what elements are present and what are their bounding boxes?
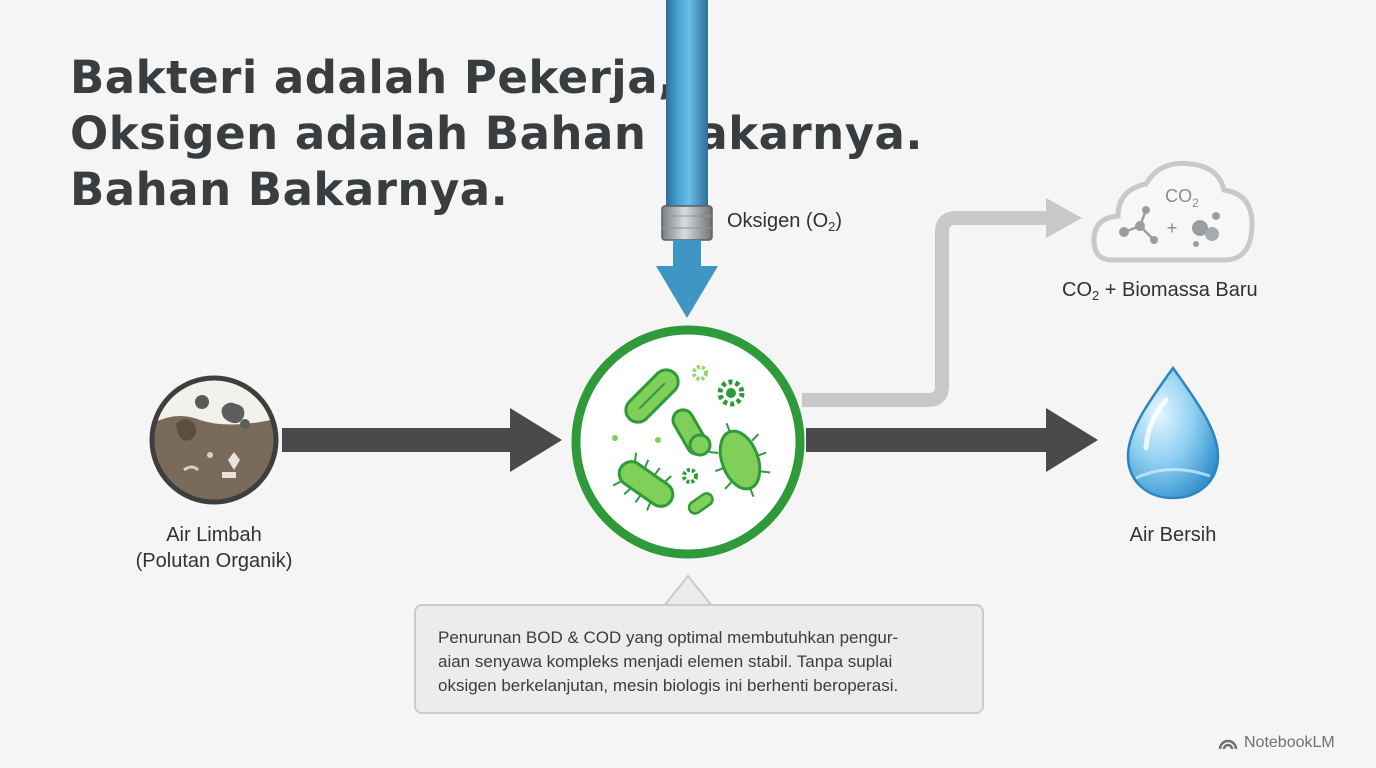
slide-title: Bakteri adalah Pekerja, Oksigen adalah B… (70, 50, 923, 218)
callout-line-3: oksigen berkelanjutan, mesin biologis in… (438, 676, 899, 695)
callout-box: Penurunan BOD & COD yang optimal membutu… (414, 604, 984, 714)
co2-label-subscript: 2 (1092, 288, 1100, 303)
title-line-1: Bakteri adalah Pekerja, (70, 51, 676, 104)
callout-line-2: aian senyawa kompleks menjadi elemen sta… (438, 652, 893, 671)
oxygen-label-suffix: ) (835, 210, 843, 232)
wastewater-label-line2: (Polutan Organik) (135, 550, 293, 572)
title-line-3: Bahan Bakarnya. (70, 163, 509, 216)
oxygen-label: Oksigen (O2) (727, 208, 842, 240)
co2-arrow (802, 198, 1082, 407)
wastewater-label: Air Limbah (Polutan Organik) (114, 522, 314, 574)
wastewater-icon (149, 375, 279, 505)
watermark-text: NotebookLM (1244, 734, 1335, 751)
cloud-plus: + (1167, 218, 1178, 238)
clean-water-label: Air Bersih (1098, 522, 1248, 548)
input-arrow (282, 408, 562, 472)
oxygen-subscript: 2 (828, 219, 836, 234)
co2-label-suffix: + Biomassa Baru (1099, 279, 1258, 301)
cloud-icon: CO2 + (1091, 160, 1255, 263)
svg-text:CO2: CO2 (1165, 186, 1199, 210)
title-line-2: Oksigen adalah Bahan Bakarnya. (70, 107, 924, 160)
callout-line-1: Penurunan BOD & COD yang optimal membutu… (438, 628, 899, 647)
bacteria-icon (571, 325, 805, 559)
oxygen-label-text: Oksigen (O (727, 210, 829, 232)
callout-text: Penurunan BOD & COD yang optimal membutu… (438, 626, 968, 698)
cloud-co2-subscript: 2 (1192, 196, 1199, 210)
output-arrow (806, 408, 1098, 472)
co2-label-prefix: CO (1062, 279, 1092, 301)
oxygen-pipe-icon (661, 0, 713, 241)
gear-icon (717, 379, 745, 407)
watermark: NotebookLM (1218, 734, 1335, 752)
cloud-co2-text: CO (1165, 186, 1192, 206)
water-drop-icon (1126, 365, 1220, 500)
callout-pointer (661, 574, 715, 607)
oxygen-arrow (656, 240, 718, 318)
notebooklm-logo-icon (1218, 739, 1238, 750)
clean-water-label-text: Air Bersih (1129, 524, 1217, 546)
co2-biomass-label: CO2 + Biomassa Baru (1062, 277, 1258, 309)
wastewater-label-line1: Air Limbah (166, 524, 262, 546)
